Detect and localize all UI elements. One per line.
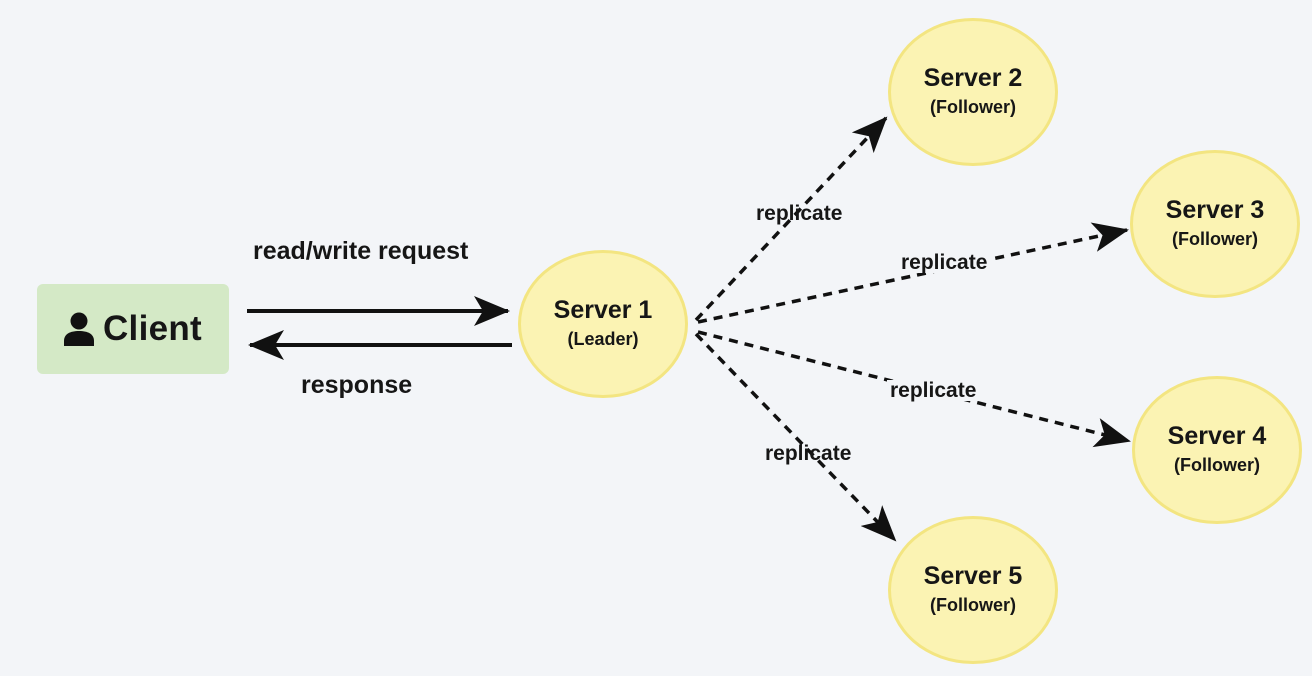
server-1-name: Server 1 bbox=[553, 296, 653, 325]
response-label: response bbox=[301, 371, 413, 399]
replicate-label-server-2: replicate bbox=[756, 202, 843, 225]
server-4-role: (Follower) bbox=[1174, 455, 1260, 476]
server-3-node: Server 3 (Follower) bbox=[1130, 150, 1300, 298]
server-2-role: (Follower) bbox=[930, 97, 1016, 118]
client-label: Client bbox=[102, 309, 203, 348]
user-icon bbox=[63, 312, 94, 346]
server-4-name: Server 4 bbox=[1167, 422, 1267, 451]
replicate-label-server-5: replicate bbox=[765, 442, 852, 465]
replicate-label-server-4: replicate bbox=[887, 380, 980, 401]
server-3-role: (Follower) bbox=[1172, 229, 1258, 250]
server-4-node: Server 4 (Follower) bbox=[1132, 376, 1302, 524]
server-5-role: (Follower) bbox=[930, 595, 1016, 616]
client-node: Client bbox=[37, 284, 229, 374]
replicate-arrow-server-3 bbox=[697, 222, 1129, 324]
replicate-arrow-server-5 bbox=[694, 332, 897, 542]
server-2-name: Server 2 bbox=[923, 64, 1023, 93]
server-5-node: Server 5 (Follower) bbox=[888, 516, 1058, 664]
replicate-arrow-server-2 bbox=[694, 116, 888, 322]
server-5-name: Server 5 bbox=[923, 562, 1023, 591]
replicate-label-server-3: replicate bbox=[898, 252, 991, 273]
server-1-node: Server 1 (Leader) bbox=[518, 250, 688, 398]
server-1-role: (Leader) bbox=[567, 329, 639, 350]
request-label: read/write request bbox=[253, 237, 469, 265]
server-3-name: Server 3 bbox=[1165, 196, 1265, 225]
server-2-node: Server 2 (Follower) bbox=[888, 18, 1058, 166]
replicate-arrow-server-4 bbox=[697, 330, 1131, 448]
